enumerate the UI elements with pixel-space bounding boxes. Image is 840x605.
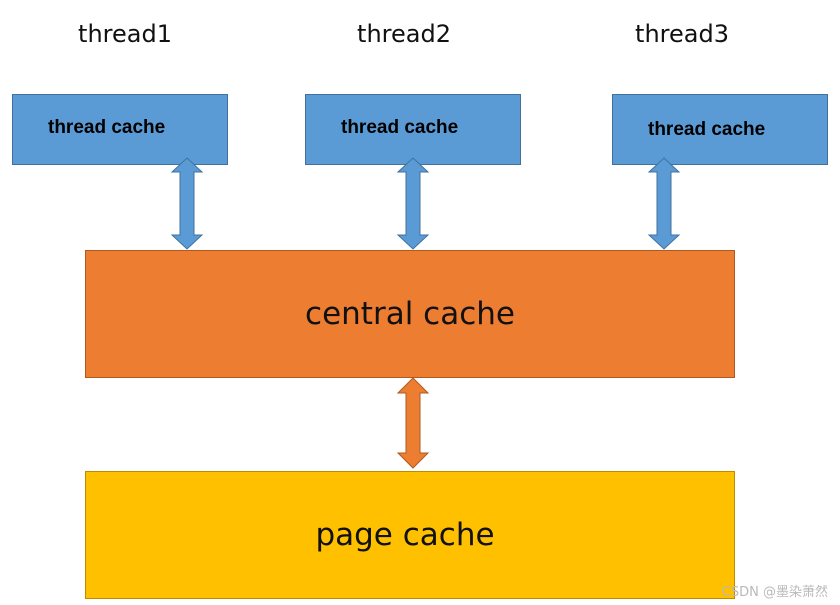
thread-cache-label: thread cache: [648, 119, 766, 140]
central-cache-box: central cache: [85, 250, 735, 378]
thread-3-double-arrow: [647, 157, 681, 250]
thread-2-label: thread2: [357, 20, 451, 48]
thread-1-label: thread1: [78, 20, 172, 48]
thread-cache-label: thread cache: [341, 117, 459, 138]
page-cache-label: page cache: [315, 517, 495, 553]
thread-cache-box-1: thread cache: [12, 94, 228, 165]
central-cache-label: central cache: [305, 296, 515, 332]
thread-cache-box-2: thread cache: [305, 94, 521, 165]
thread-1-double-arrow: [170, 157, 204, 250]
watermark: CSDN @墨染萧然: [721, 585, 828, 600]
thread-2-double-arrow: [396, 157, 430, 250]
thread-3-label: thread3: [635, 20, 729, 48]
page-cache-box: page cache: [85, 471, 735, 599]
thread-cache-box-3: thread cache: [612, 94, 828, 165]
central-page-double-arrow: [396, 377, 430, 469]
thread-cache-label: thread cache: [48, 117, 166, 138]
